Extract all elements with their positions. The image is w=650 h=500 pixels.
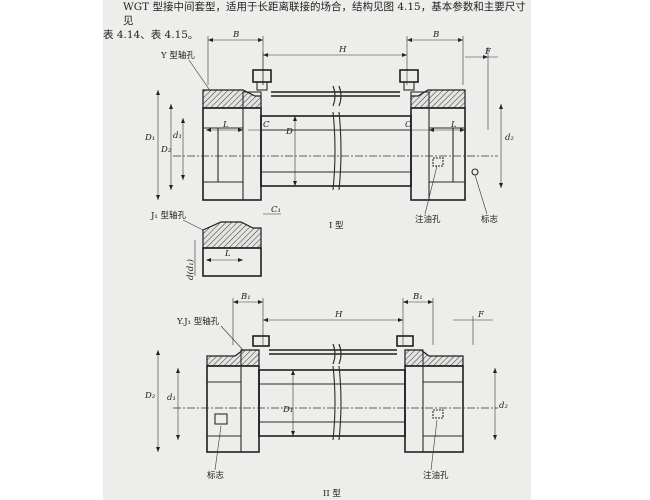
dim-l-j1: L (224, 249, 231, 259)
label-y-hole: Y 型轴孔 (160, 50, 195, 61)
dim-b1-right: B₁ (412, 292, 423, 302)
coupling-drawing: B H B F Y 型轴孔 (144, 30, 514, 499)
dim-c-right: C (405, 120, 412, 130)
drawing-sheet: WGT 型接中间套型，适用于长距离联接的场合，结构见图 4.15，基本参数和主要… (103, 0, 531, 500)
dim-d2-ii: D₂ (144, 391, 156, 401)
figure-type-ii: B₁ H B₁ F Y.J₁ 型轴孔 (144, 292, 508, 499)
label-j1-hole: J₁ 型轴孔 (150, 210, 187, 221)
label-oil-hole-ii: 注油孔 (423, 470, 449, 481)
dim-l-left: L (222, 120, 229, 130)
dim-d1-shaft-ii: D₁ (282, 405, 293, 415)
dim-c1: C₁ (271, 205, 281, 215)
dim-f: F (484, 47, 492, 57)
intro-text: WGT 型接中间套型，适用于长距离联接的场合，结构见图 4.15，基本参数和主要… (103, 0, 531, 42)
dim-d-shaft: D (285, 127, 293, 137)
dim-d2-left: D₂ (160, 145, 172, 155)
dim-d1-outer: D₁ (144, 133, 155, 143)
label-mark-ii: 标志 (207, 470, 225, 481)
dim-d1-ii: d₁ (167, 393, 176, 403)
dim-l-right: L (450, 120, 457, 130)
caption-type-i: I 型 (329, 221, 344, 231)
dim-b-right: B (432, 30, 439, 40)
dim-b-left: B (232, 30, 239, 40)
figure-type-i: B H B F Y 型轴孔 (144, 30, 514, 280)
dim-d2-right-ii: d₂ (499, 401, 508, 411)
dim-c-left: C (263, 120, 270, 130)
dim-d1-bore: d₁ (173, 131, 182, 141)
label-mark-i: 标志 (481, 214, 499, 225)
dim-d2-right: d₂ (505, 133, 514, 143)
intro-line-1: WGT 型接中间套型，适用于长距离联接的场合，结构见图 4.15，基本参数和主要… (123, 1, 526, 27)
dim-b1-left: B₁ (240, 292, 251, 302)
dim-d-d1: d(d₁) (185, 259, 196, 280)
label-oil-hole-i: 注油孔 (415, 214, 441, 225)
caption-type-ii: II 型 (323, 489, 341, 499)
dim-h: H (338, 45, 347, 55)
label-yj1-hole: Y.J₁ 型轴孔 (176, 316, 220, 327)
dim-h-ii: H (334, 310, 343, 320)
intro-line-2: 表 4.14、表 4.15。 (103, 29, 199, 41)
dim-f-ii: F (477, 310, 485, 320)
